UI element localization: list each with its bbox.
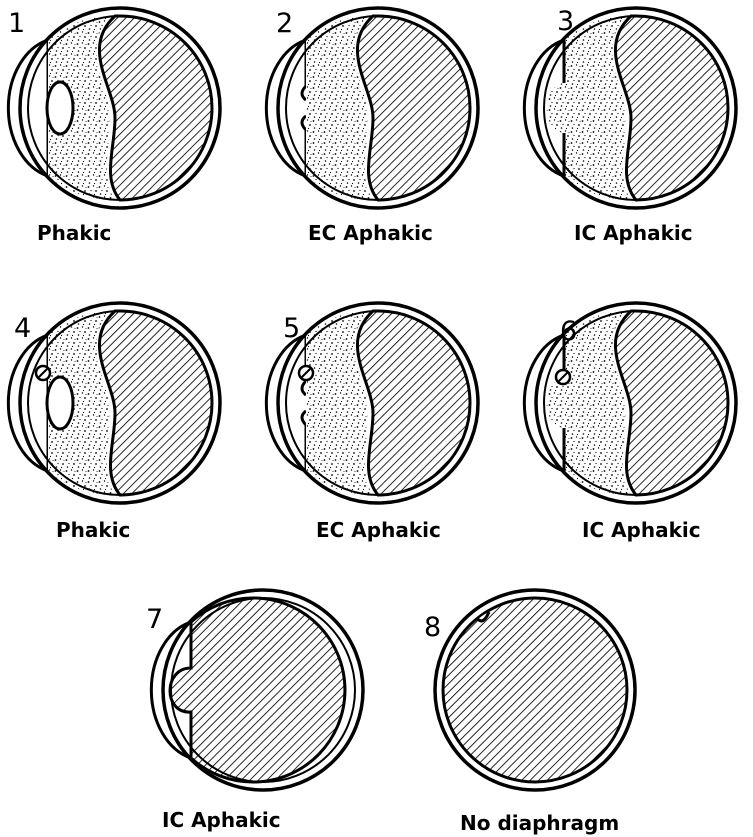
eye-panel-8 [435,590,635,790]
eye-panel-6 [524,303,736,503]
caption-panel-4: Phakic [56,518,130,542]
eye-panel-7 [151,590,363,790]
eye-panel-4 [8,303,220,503]
caption-panel-1: Phakic [37,221,111,245]
caption-panel-6: IC Aphakic [582,518,701,542]
panel-number-8: 8 [424,612,441,643]
marker-circle-icon [556,370,570,384]
marker-circle-icon [36,366,50,380]
caption-panel-8: No diaphragm [460,811,619,835]
panel-number-7: 7 [146,604,163,635]
caption-panel-2: EC Aphakic [308,221,433,245]
panel-number-4: 4 [14,313,31,344]
panel-number-5: 5 [283,313,300,344]
eye-panel-1 [8,8,220,208]
panel-number-6: 6 [560,316,577,347]
marker-circle-icon [299,366,313,380]
panel-number-1: 1 [8,8,25,39]
caption-panel-7: IC Aphakic [162,808,281,832]
eye-panel-2 [266,8,478,208]
panel-number-3: 3 [557,6,574,37]
caption-panel-3: IC Aphakic [574,221,693,245]
panel-number-2: 2 [276,8,293,39]
caption-panel-5: EC Aphakic [316,518,441,542]
eye-panel-3 [524,8,736,208]
